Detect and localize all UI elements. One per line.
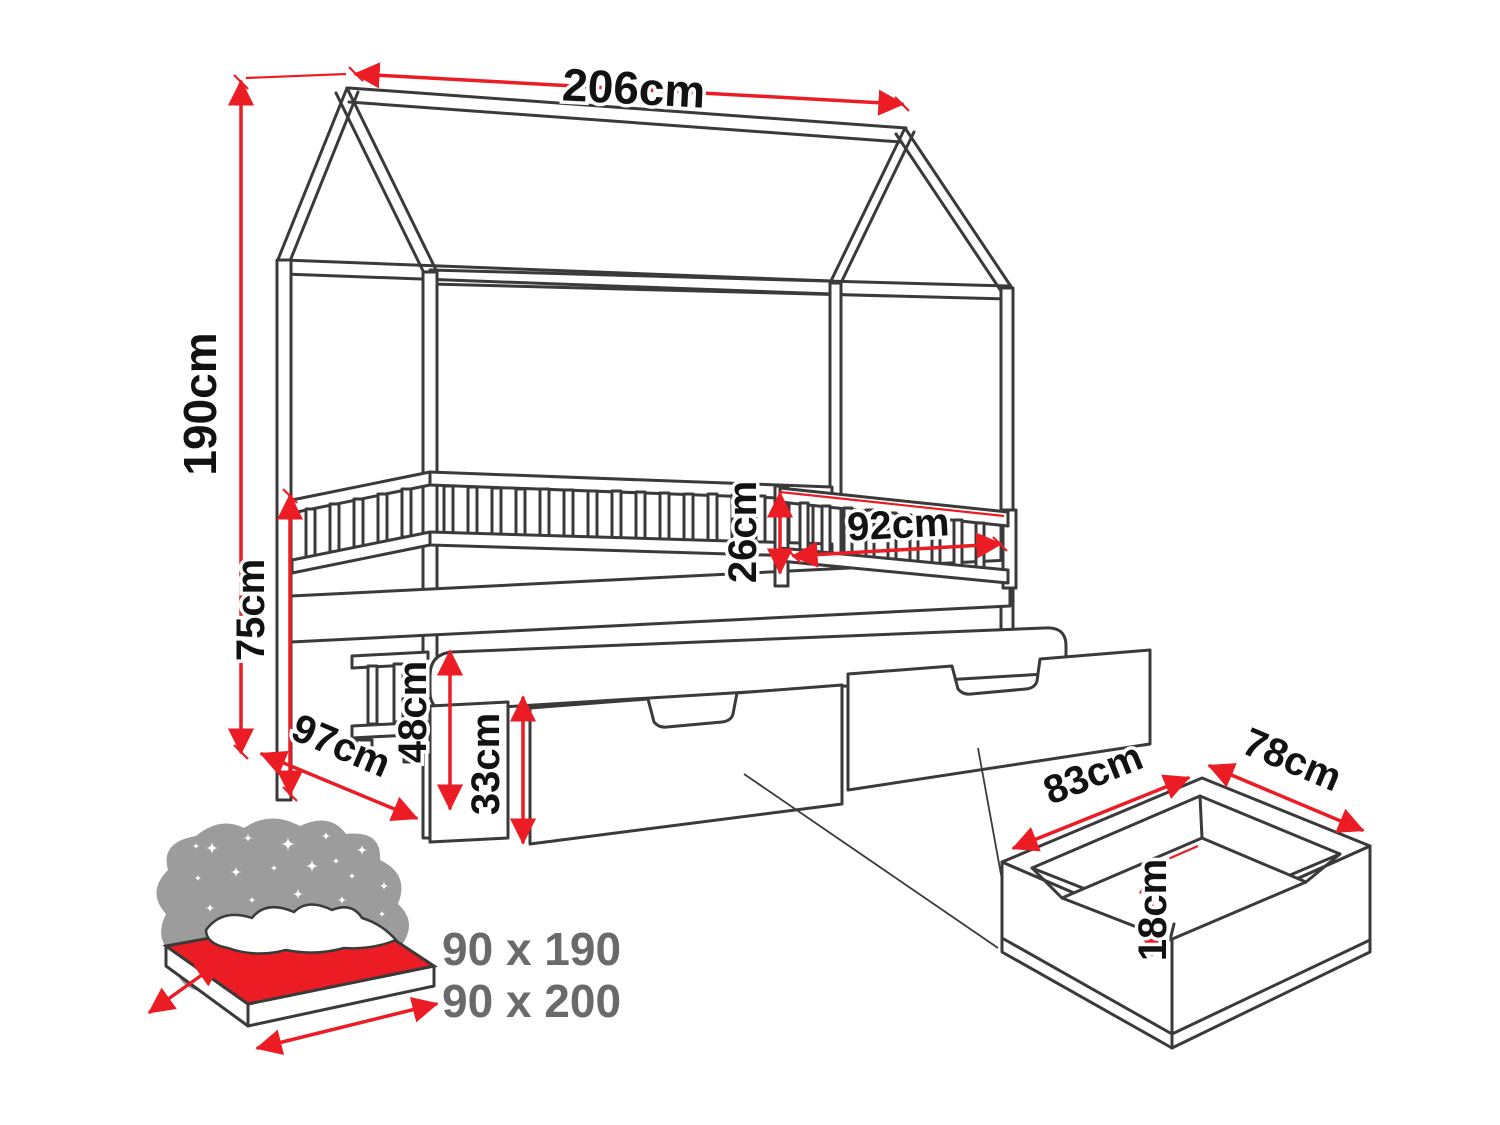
left-drawer-front (528, 683, 844, 846)
mattress-size-labels: 90 x 190 90 x 200 (439, 920, 624, 1030)
trundle-end-slat (366, 664, 379, 726)
dim-line-92 (791, 532, 1003, 568)
mattress-size-option-2: 90 x 200 (442, 975, 621, 1027)
mattress-width-arrow (147, 960, 223, 1014)
dim-line-83 (1011, 774, 1191, 852)
rear-left-post (828, 281, 843, 565)
drawer-leader-line (743, 773, 999, 949)
dim-line-78 (1207, 763, 1365, 833)
rear-gable-right-rafter-inner (894, 132, 1005, 296)
right-drawer-front (846, 648, 1152, 792)
rear-gable-left-rafter (828, 126, 907, 285)
right-eave-beam (428, 268, 1010, 288)
dim-label-190: 190cm (174, 332, 226, 475)
dim-label-206: 206cm (561, 58, 707, 117)
dim-label-18: 18cm (1131, 859, 1175, 961)
detached-drawer-box (1000, 776, 1372, 1050)
head-rail (290, 470, 432, 575)
trundle-end-top-bar (350, 650, 430, 670)
right-eave-beam-inner (428, 282, 1010, 301)
duvet (204, 903, 399, 955)
rear-gable-right-rafter (903, 126, 1014, 290)
drawer-box-base-line (1000, 936, 1174, 1036)
dim-line-206 (353, 62, 905, 116)
dim-label-92: 92cm (846, 500, 950, 549)
trundle-end-bottom-bar (350, 720, 430, 740)
mattress-size-option-1: 90 x 190 (442, 923, 621, 975)
dim-line-97 (259, 750, 419, 822)
back-rail-bottom-bar (428, 530, 834, 559)
rear-gable-left-rafter-inner (837, 130, 916, 289)
dimension-lines (227, 62, 1365, 957)
trundle-end-slat (392, 662, 405, 724)
drawer-box-base-line (1170, 938, 1372, 1036)
mattress-length-arrow (255, 996, 439, 1056)
front-gable-left-rafter (275, 86, 349, 264)
dim-label-97: 97cm (285, 706, 396, 786)
under-bed-drawers (528, 648, 1152, 846)
back-safety-rail (428, 470, 834, 559)
front-gable-right-rafter (345, 86, 439, 274)
back-rail-top-bar (428, 470, 834, 502)
mattress-size-icon (147, 818, 439, 1056)
front-gable-right-rafter-inner (334, 91, 428, 279)
dim-label-26: 26cm (721, 481, 765, 583)
front-gable-left-rafter-inner (286, 90, 360, 268)
dim-label-75: 75cm (229, 559, 273, 661)
dim-label-48: 48cm (391, 661, 435, 763)
dim-label-78: 78cm (1236, 720, 1347, 800)
dim-label-33: 33cm (464, 713, 508, 815)
dimension-labels: 206cm 190cm 75cm 97cm 48cm 33cm 26cm 92c… (171, 55, 1352, 965)
